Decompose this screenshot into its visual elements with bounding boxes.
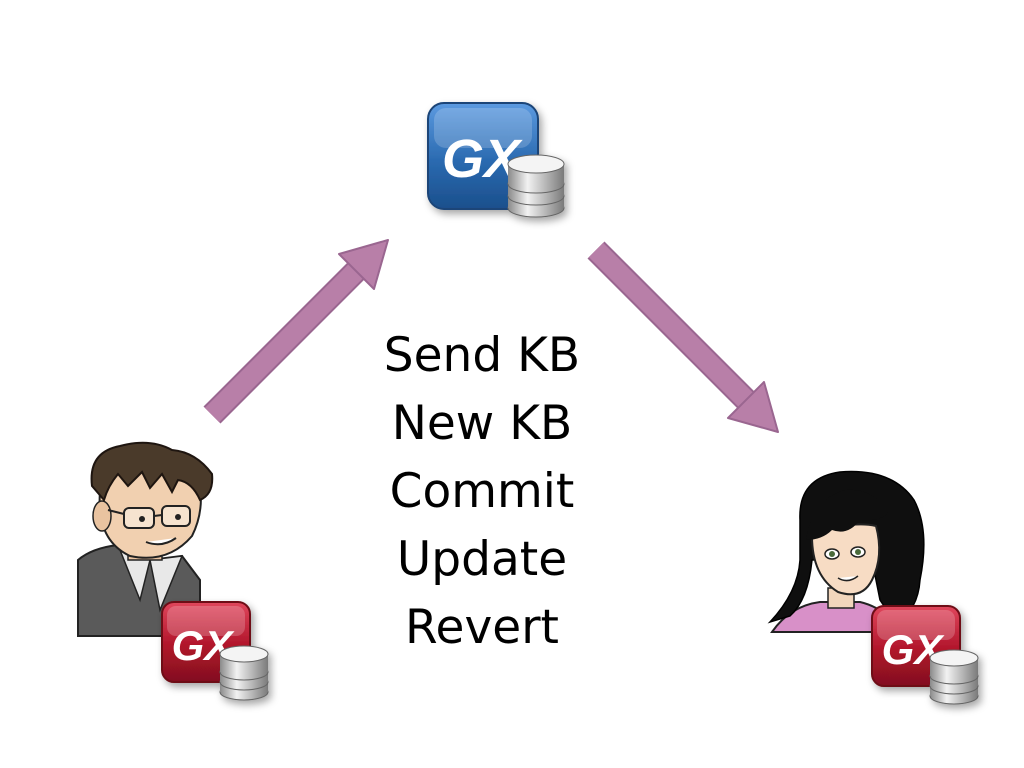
operation-new-kb: New KB <box>391 396 573 451</box>
operations-list: Send KB New KB Commit Update Revert <box>362 322 602 662</box>
arrow-to-client <box>587 241 779 433</box>
server-database-icon <box>507 154 565 218</box>
arrow-to-server <box>203 239 389 424</box>
server-gx-icon: GX <box>427 102 565 218</box>
operation-revert: Revert <box>405 600 559 655</box>
operation-send-kb: Send KB <box>383 328 581 383</box>
client-right-database-icon <box>929 649 979 705</box>
client-left-gx-icon: GX <box>161 601 269 701</box>
operation-commit: Commit <box>389 464 575 519</box>
client-left-database-icon <box>219 645 269 701</box>
developer-woman-avatar <box>767 470 925 633</box>
client-right-gx-icon: GX <box>871 605 979 705</box>
operation-update: Update <box>396 532 568 587</box>
